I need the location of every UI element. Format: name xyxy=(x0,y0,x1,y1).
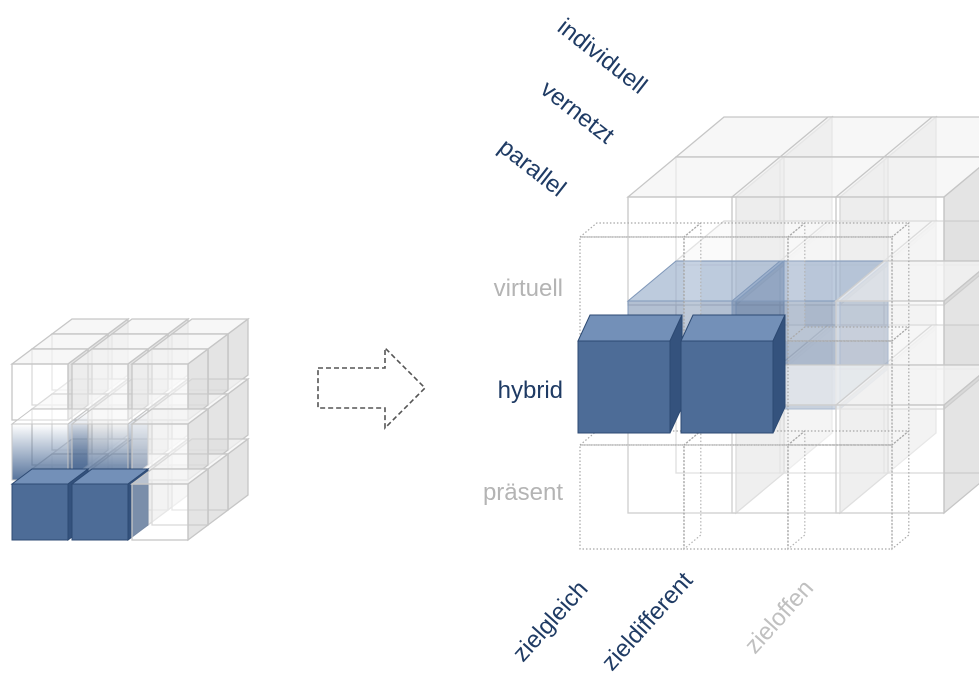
dashed-right-arrow-icon xyxy=(317,346,427,430)
large-cube-block xyxy=(786,429,911,551)
small-cube-block xyxy=(70,468,150,541)
label-zielgleich: zielgleich xyxy=(507,576,593,667)
large-cube-block xyxy=(834,156,979,307)
label-hybrid: hybrid xyxy=(498,377,563,404)
large-cube-block xyxy=(834,364,979,515)
label-parallel: parallel xyxy=(493,133,571,202)
large-cube-block xyxy=(682,429,807,551)
small-cube-block xyxy=(70,347,150,422)
label-praesent: präsent xyxy=(483,479,563,506)
small-cube-block xyxy=(10,347,90,422)
large-cube-illustration xyxy=(577,115,979,551)
label-zieloffen: zieloffen xyxy=(739,575,819,659)
large-cube-active-block xyxy=(680,314,786,434)
large-cube-active-block xyxy=(577,314,683,434)
label-zieldifferent: zieldifferent xyxy=(596,567,698,675)
large-cube-block xyxy=(578,429,703,551)
large-cube-block xyxy=(786,325,911,447)
label-vernetzt: vernetzt xyxy=(535,75,619,149)
large-cube-block xyxy=(786,221,911,343)
small-cube-block xyxy=(130,467,210,542)
label-virtuell: virtuell xyxy=(494,275,563,302)
small-cube-illustration xyxy=(10,317,250,542)
